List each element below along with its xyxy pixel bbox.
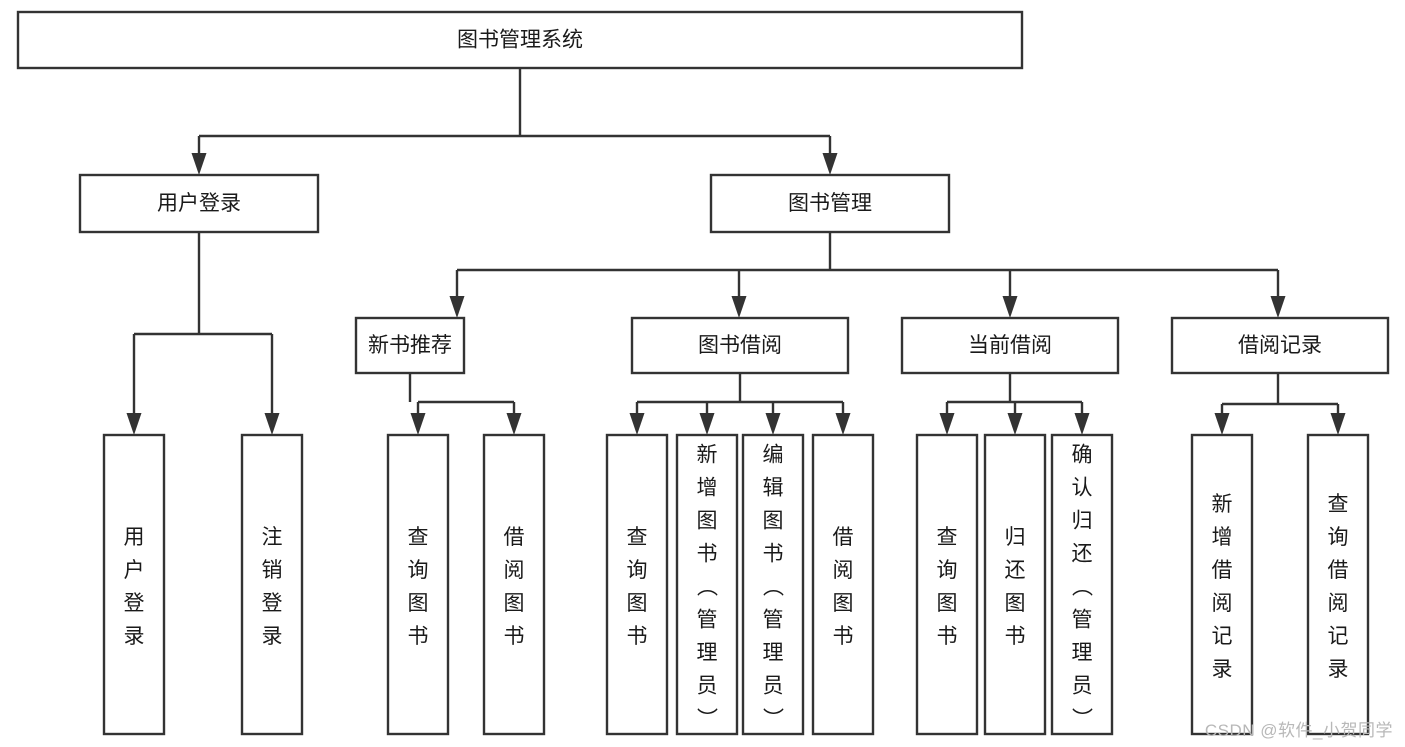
node-box xyxy=(1306,433,1370,736)
node-leaf-query-book-3[interactable]: 查询图书 xyxy=(915,433,979,736)
node-leaf-query-borrow-record[interactable]: 查询借阅记录 xyxy=(1306,433,1370,736)
node-leaf-return-book[interactable]: 归还图书 xyxy=(983,433,1047,736)
node-leaf-edit-book-admin[interactable]: 编辑图书（管理员） xyxy=(741,433,805,736)
node-label: 归还图书 xyxy=(1005,526,1026,648)
node-root[interactable]: 图书管理系统 xyxy=(16,10,1024,70)
node-user-login[interactable]: 用户登录 xyxy=(78,173,320,234)
node-box xyxy=(983,433,1047,736)
node-book-manage[interactable]: 图书管理 xyxy=(709,173,951,234)
arrow-head-icon xyxy=(731,296,747,318)
arrow-head-icon xyxy=(939,413,955,435)
arrow-head-icon xyxy=(1214,413,1230,435)
arrow-head-icon xyxy=(1330,413,1346,435)
node-label: 查询借阅记录 xyxy=(1328,493,1349,681)
node-leaf-user-login[interactable]: 用户登录 xyxy=(102,433,166,736)
node-box xyxy=(16,10,1024,70)
node-box xyxy=(605,433,669,736)
node-label: 新增借阅记录 xyxy=(1212,493,1233,681)
node-leaf-borrow-book-1[interactable]: 借阅图书 xyxy=(482,433,546,736)
node-leaf-borrow-book-2[interactable]: 借阅图书 xyxy=(811,433,875,736)
node-label: 图书管理 xyxy=(788,192,872,215)
node-label: 确认归还（管理员） xyxy=(1072,444,1094,731)
node-leaf-user-logout[interactable]: 注销登录 xyxy=(240,433,304,736)
node-label: 查询图书 xyxy=(937,526,958,648)
arrow-head-icon xyxy=(822,153,838,175)
node-box xyxy=(102,433,166,736)
node-leaf-confirm-return-admin[interactable]: 确认归还（管理员） xyxy=(1050,433,1114,736)
node-label: 借阅图书 xyxy=(833,526,854,648)
node-box xyxy=(709,173,951,234)
arrow-head-icon xyxy=(191,153,207,175)
node-box xyxy=(240,433,304,736)
node-box xyxy=(741,433,805,736)
node-box xyxy=(482,433,546,736)
node-box xyxy=(1170,316,1390,375)
node-label: 用户登录 xyxy=(157,192,241,215)
node-new-book-recommend[interactable]: 新书推荐 xyxy=(354,316,466,375)
arrow-head-icon xyxy=(1270,296,1286,318)
node-label: 新增图书（管理员） xyxy=(697,444,719,731)
arrow-head-icon xyxy=(1007,413,1023,435)
node-book-borrow[interactable]: 图书借阅 xyxy=(630,316,850,375)
node-label: 借阅图书 xyxy=(504,526,525,648)
arrow-head-icon xyxy=(765,413,781,435)
node-label: 查询图书 xyxy=(408,526,429,648)
node-label: 编辑图书（管理员） xyxy=(763,444,785,731)
arrow-head-icon xyxy=(1002,296,1018,318)
arrow-head-icon xyxy=(264,413,280,435)
node-box xyxy=(915,433,979,736)
node-box xyxy=(1190,433,1254,736)
node-box xyxy=(630,316,850,375)
node-leaf-add-borrow-record[interactable]: 新增借阅记录 xyxy=(1190,433,1254,736)
arrow-head-icon xyxy=(126,413,142,435)
node-box xyxy=(354,316,466,375)
node-box xyxy=(78,173,320,234)
arrow-head-icon xyxy=(1074,413,1090,435)
arrow-head-icon xyxy=(506,413,522,435)
node-leaf-query-book-1[interactable]: 查询图书 xyxy=(386,433,450,736)
arrow-head-icon xyxy=(410,413,426,435)
arrow-head-icon xyxy=(629,413,645,435)
node-label: 当前借阅 xyxy=(968,334,1052,357)
node-box xyxy=(386,433,450,736)
node-box xyxy=(1050,433,1114,736)
node-box xyxy=(900,316,1120,375)
node-label: 图书借阅 xyxy=(698,334,782,357)
node-label: 借阅记录 xyxy=(1238,334,1322,357)
node-label: 注销登录 xyxy=(262,526,283,648)
arrow-head-icon xyxy=(835,413,851,435)
node-label: 图书管理系统 xyxy=(457,29,583,52)
connector-layer xyxy=(126,68,1346,435)
node-box xyxy=(811,433,875,736)
node-label: 用户登录 xyxy=(124,526,145,648)
node-box xyxy=(675,433,739,736)
node-current-borrow[interactable]: 当前借阅 xyxy=(900,316,1120,375)
node-label: 新书推荐 xyxy=(368,334,452,357)
node-leaf-add-book-admin[interactable]: 新增图书（管理员） xyxy=(675,433,739,736)
arrow-head-icon xyxy=(699,413,715,435)
arrow-head-icon xyxy=(449,296,465,318)
node-layer: 图书管理系统用户登录图书管理新书推荐图书借阅当前借阅借阅记录用户登录注销登录查询… xyxy=(16,10,1390,736)
node-label: 查询图书 xyxy=(627,526,648,648)
node-borrow-record[interactable]: 借阅记录 xyxy=(1170,316,1390,375)
node-leaf-query-book-2[interactable]: 查询图书 xyxy=(605,433,669,736)
